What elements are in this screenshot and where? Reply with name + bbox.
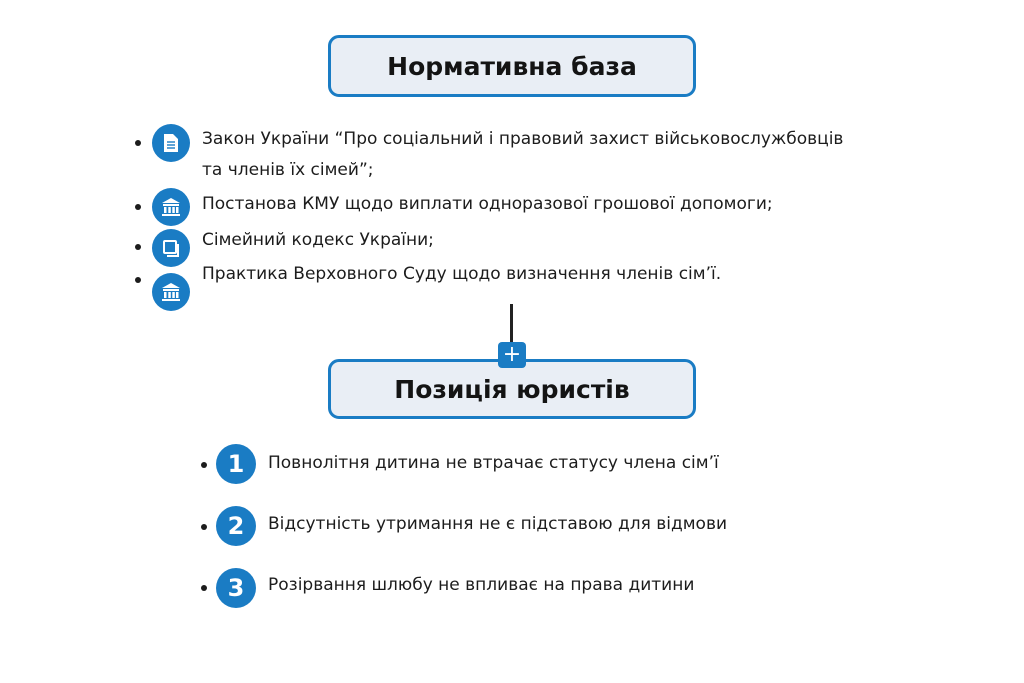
connector-line [510, 304, 513, 344]
list-item-text: Закон України “Про соціальний і правовий… [202, 129, 844, 149]
book-icon [152, 229, 190, 267]
bullet [135, 244, 141, 250]
bullet [201, 462, 207, 468]
list-item-text: Розірвання шлюбу не впливає на права дит… [268, 575, 695, 595]
list-item-text: Практика Верховного Суду щодо визначення… [202, 264, 722, 284]
number-badge: 1 [216, 444, 256, 484]
list-item-text: та членів їх сімей”; [202, 160, 374, 180]
bullet [135, 140, 141, 146]
list-item-text: Постанова КМУ щодо виплати одноразової г… [202, 194, 773, 214]
government-building-icon [152, 188, 190, 226]
list-item-text: Відсутність утримання не є підставою для… [268, 514, 728, 534]
bullet [201, 585, 207, 591]
number-badge: 2 [216, 506, 256, 546]
document-icon [152, 124, 190, 162]
section-title-lawyers-position: Позиція юристів [328, 359, 696, 419]
bullet [135, 277, 141, 283]
number-badge: 3 [216, 568, 256, 608]
government-building-icon [152, 273, 190, 311]
list-item-text: Сімейний кодекс України; [202, 230, 434, 250]
bullet [201, 524, 207, 530]
list-item-text: Повнолітня дитина не втрачає статусу чле… [268, 453, 719, 473]
bullet [135, 204, 141, 210]
expand-button[interactable]: + [498, 342, 526, 368]
section-title-normative-base: Нормативна база [328, 35, 696, 97]
